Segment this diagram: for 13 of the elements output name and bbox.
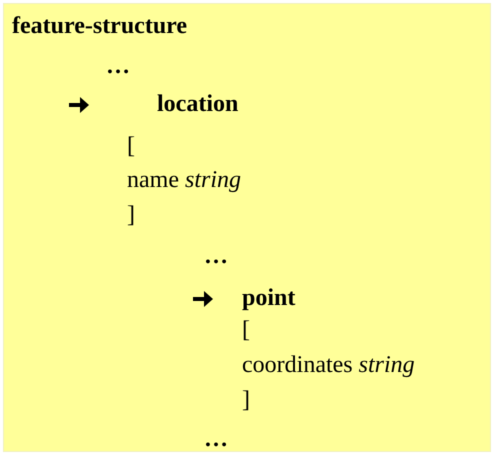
bracket: [ bbox=[242, 316, 250, 344]
structure-panel bbox=[3, 3, 491, 452]
bracket: [ bbox=[127, 132, 135, 160]
element-name: point bbox=[242, 284, 296, 312]
ellipsis: … bbox=[204, 425, 228, 453]
bracket: ] bbox=[242, 386, 250, 414]
ellipsis: … bbox=[204, 242, 228, 270]
attribute-text: coordinates string bbox=[242, 351, 415, 379]
heading: feature-structure bbox=[12, 12, 188, 40]
bracket: ] bbox=[127, 201, 135, 229]
attribute-text: name string bbox=[127, 166, 241, 194]
ellipsis: … bbox=[106, 52, 130, 80]
element-name: location bbox=[157, 90, 238, 118]
